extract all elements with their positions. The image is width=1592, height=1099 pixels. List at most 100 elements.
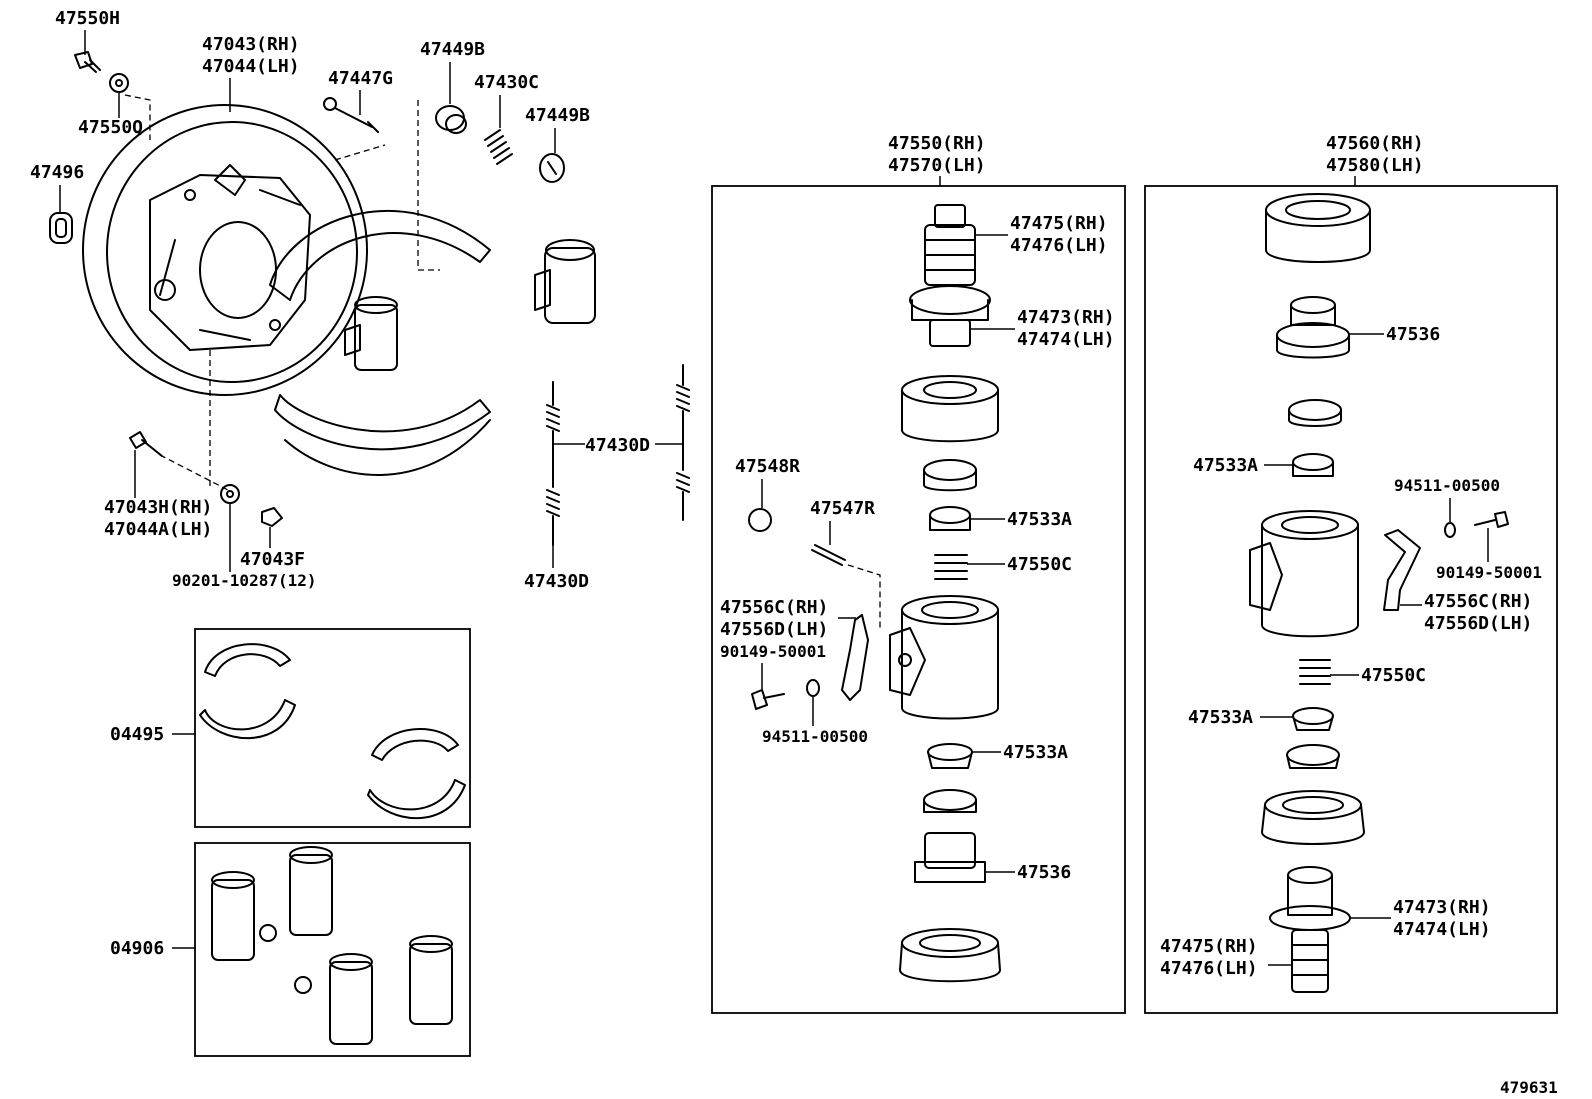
mid-piston-47533A-top-illustration bbox=[929, 506, 971, 531]
right-piston-47533A-bottom-illustration bbox=[1292, 707, 1334, 731]
mid-adjuster-wheel-illustration bbox=[909, 285, 991, 347]
mid-label-47533A-top: 47533A bbox=[1007, 509, 1072, 530]
right-bolt-90149-illustration bbox=[1474, 511, 1509, 528]
brake-shoes-illustration bbox=[269, 210, 491, 476]
mid-cylinder-body-illustration bbox=[889, 595, 999, 720]
label-47447G: 47447G bbox=[328, 68, 393, 89]
mid-adjuster-47536-illustration bbox=[914, 832, 986, 883]
kit-04495-shoes-illustration bbox=[199, 643, 466, 820]
backing-plate-illustration bbox=[82, 104, 368, 396]
mid-end-cap-bottom-illustration bbox=[899, 928, 1001, 983]
mid-label-94511: 94511-00500 bbox=[762, 727, 868, 746]
wheel-cylinder-rh-group: 47550(RH) 47570(LH) bbox=[711, 133, 1126, 1014]
mid-label-47536: 47536 bbox=[1017, 862, 1071, 883]
right-label-47476: 47476(LH) bbox=[1160, 958, 1258, 979]
right-label-47475: 47475(RH) bbox=[1160, 936, 1258, 957]
wheel-cylinder-lh-group: 47560(RH) 47580(LH) bbox=[1144, 133, 1558, 1014]
mid-label-47556C: 47556C(RH) bbox=[720, 597, 828, 618]
label-47550Q: 47550Q bbox=[78, 117, 143, 138]
mid-label-47476: 47476(LH) bbox=[1010, 235, 1108, 256]
label-47430D-bottom: 47430D bbox=[524, 571, 589, 592]
right-header-lh: 47580(LH) bbox=[1326, 155, 1424, 176]
mid-end-cap-top-illustration bbox=[901, 375, 999, 443]
right-label-94511: 94511-00500 bbox=[1394, 476, 1500, 495]
right-header-rh: 47560(RH) bbox=[1326, 133, 1424, 154]
wheel-cylinder-side-illustration bbox=[534, 239, 596, 324]
right-label-47473: 47473(RH) bbox=[1393, 897, 1491, 918]
right-washer-94511-illustration bbox=[1444, 522, 1456, 538]
plug-47496-illustration bbox=[49, 212, 73, 244]
mid-seal-illustration bbox=[923, 789, 977, 813]
right-lever-47556-illustration bbox=[1383, 529, 1421, 611]
right-label-47536: 47536 bbox=[1386, 324, 1440, 345]
label-47043F: 47043F bbox=[240, 549, 305, 570]
mid-label-90149: 90149-50001 bbox=[720, 642, 826, 661]
mid-header-rh: 47550(RH) bbox=[888, 133, 986, 154]
bolt-47043H-illustration bbox=[129, 431, 163, 457]
bolt-47550H-illustration bbox=[74, 51, 101, 73]
right-seal-illustration bbox=[1286, 744, 1340, 769]
label-47430D-mid: 47430D bbox=[585, 435, 650, 456]
right-label-47556D: 47556D(LH) bbox=[1424, 613, 1532, 634]
label-47430C: 47430C bbox=[474, 72, 539, 93]
right-label-47474: 47474(LH) bbox=[1393, 919, 1491, 940]
label-kit-04906: 04906 bbox=[110, 938, 164, 959]
mid-label-47533A-bottom: 47533A bbox=[1003, 742, 1068, 763]
label-47043RH: 47043(RH) bbox=[202, 34, 300, 55]
right-label-47556C: 47556C(RH) bbox=[1424, 591, 1532, 612]
label-90201: 90201-10287(12) bbox=[172, 571, 317, 590]
nut-47043F-illustration bbox=[261, 507, 283, 527]
mid-cup-illustration bbox=[923, 459, 977, 492]
cup-47449B-illustration bbox=[435, 105, 467, 134]
right-label-47533A-bottom: 47533A bbox=[1188, 707, 1253, 728]
mid-header-lh: 47570(LH) bbox=[888, 155, 986, 176]
kit-04906-group: 04906 bbox=[110, 842, 471, 1057]
right-end-cap-bottom-illustration bbox=[1261, 790, 1365, 845]
label-47044A: 47044A(LH) bbox=[104, 519, 212, 540]
mid-label-47547R: 47547R bbox=[810, 498, 875, 519]
right-end-cap-top-illustration bbox=[1265, 193, 1371, 263]
mid-bleeder-cap-47548R-illustration bbox=[748, 508, 772, 532]
right-label-90149: 90149-50001 bbox=[1436, 563, 1542, 582]
right-cylinder-body-illustration bbox=[1249, 510, 1359, 638]
label-47449B-side: 47449B bbox=[525, 105, 590, 126]
mid-piston-47533A-bottom-illustration bbox=[927, 743, 973, 769]
mid-lever-47556-illustration bbox=[841, 614, 869, 701]
wheel-cylinder-small-illustration bbox=[344, 296, 398, 371]
label-47550H: 47550H bbox=[55, 8, 120, 29]
label-47043H: 47043H(RH) bbox=[104, 497, 212, 518]
mid-washer-94511-illustration bbox=[806, 679, 820, 697]
mid-label-47548R: 47548R bbox=[735, 456, 800, 477]
mid-spring-47550C-illustration bbox=[934, 554, 968, 580]
mid-label-47474: 47474(LH) bbox=[1017, 329, 1115, 350]
label-47496: 47496 bbox=[30, 162, 84, 183]
mid-adjuster-screw-illustration bbox=[924, 204, 976, 286]
right-label-47533A-top: 47533A bbox=[1193, 455, 1258, 476]
spring-47430C-illustration bbox=[484, 129, 513, 165]
mid-label-47556D: 47556D(LH) bbox=[720, 619, 828, 640]
right-label-47550C: 47550C bbox=[1361, 665, 1426, 686]
mid-label-47550C: 47550C bbox=[1007, 554, 1072, 575]
right-piston-47533A-top-illustration bbox=[1292, 453, 1334, 477]
right-adjuster-screw-illustration bbox=[1269, 866, 1351, 993]
pin-47447G-illustration bbox=[323, 97, 379, 133]
mid-label-47475: 47475(RH) bbox=[1010, 213, 1108, 234]
mid-label-47473: 47473(RH) bbox=[1017, 307, 1115, 328]
kit-04495-group: 04495 bbox=[110, 628, 471, 828]
cup-47449B-side-illustration bbox=[539, 153, 565, 183]
mid-bleeder-screw-47547R-illustration bbox=[811, 544, 846, 566]
right-adjuster-47536-illustration bbox=[1276, 296, 1350, 359]
kit-04906-cups-illustration bbox=[211, 846, 453, 1045]
right-cup-illustration bbox=[1288, 399, 1342, 427]
springs-47430D-illustration bbox=[546, 364, 690, 546]
backing-plate-group: 47550H 47550Q 47496 47043(RH) 47044(LH) … bbox=[30, 8, 690, 592]
washer-90201-illustration bbox=[220, 484, 240, 504]
right-spring-47550C-illustration bbox=[1299, 659, 1331, 685]
washer-47550Q-illustration bbox=[109, 73, 129, 93]
label-47449B-top: 47449B bbox=[420, 39, 485, 60]
label-kit-04495: 04495 bbox=[110, 724, 164, 745]
diagram-id: 479631 bbox=[1500, 1078, 1558, 1097]
label-47044LH: 47044(LH) bbox=[202, 56, 300, 77]
mid-bolt-90149-illustration bbox=[751, 689, 785, 710]
